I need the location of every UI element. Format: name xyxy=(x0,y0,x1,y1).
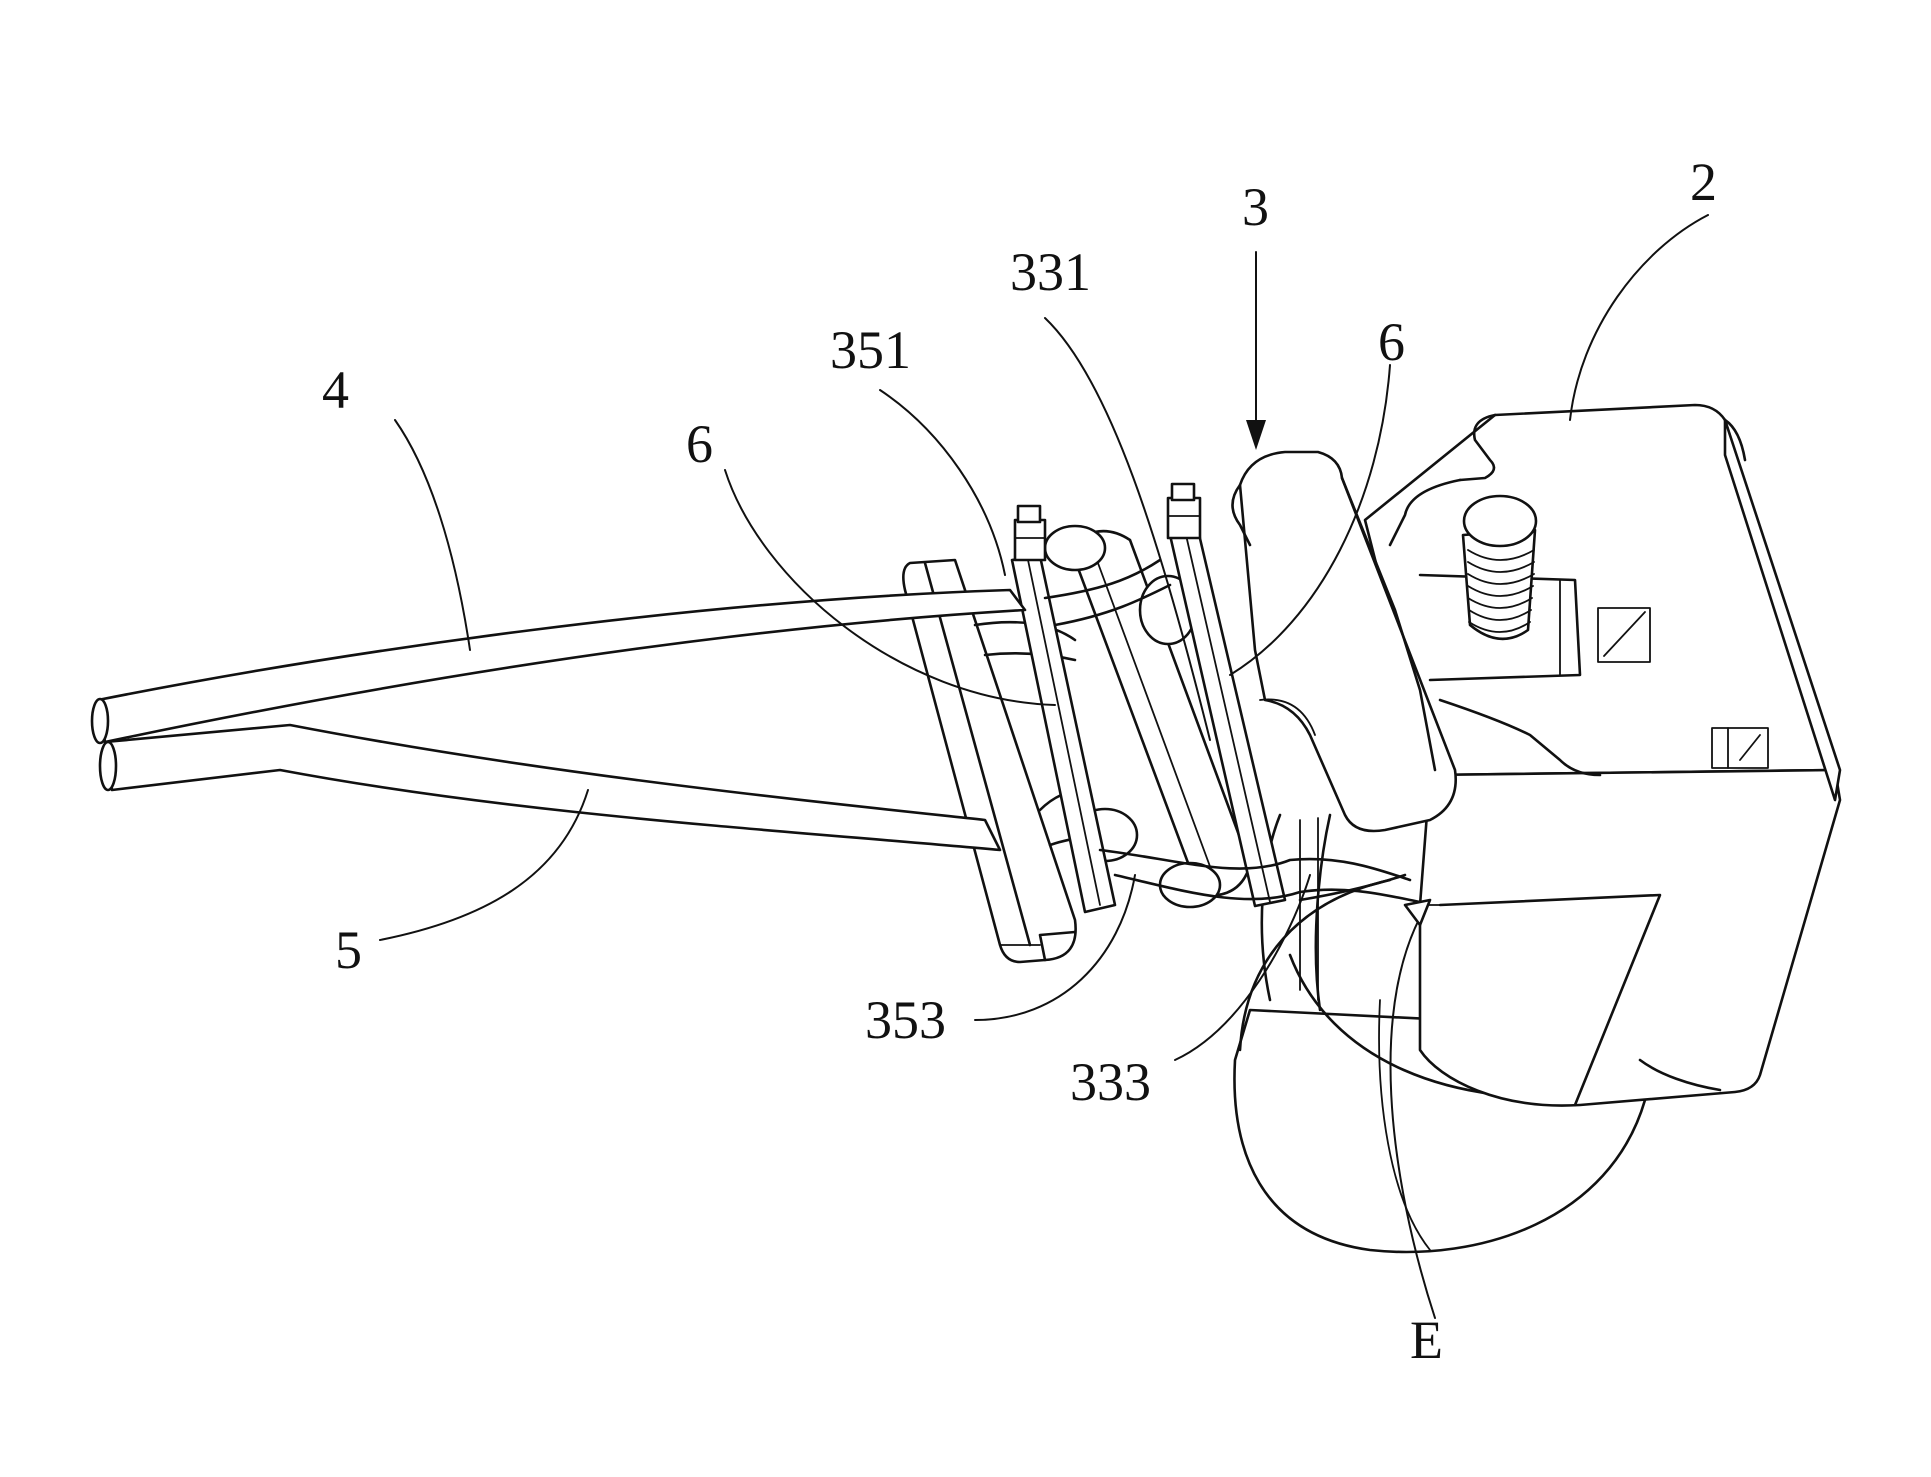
label-353: 353 xyxy=(865,990,946,1050)
wire-4 xyxy=(92,560,1170,743)
label-4: 4 xyxy=(322,360,349,420)
leader-4 xyxy=(395,420,470,650)
leader-6-left xyxy=(725,470,1055,705)
leader-351 xyxy=(880,390,1005,575)
label-3: 3 xyxy=(1242,177,1269,237)
label-6-right: 6 xyxy=(1378,312,1405,372)
label-6-left: 6 xyxy=(686,414,713,474)
threaded-stud xyxy=(1463,496,1536,639)
label-2: 2 xyxy=(1690,152,1717,212)
label-333: 333 xyxy=(1070,1052,1151,1112)
label-351: 351 xyxy=(830,320,911,380)
leader-5 xyxy=(380,790,588,940)
label-5: 5 xyxy=(335,920,362,980)
arrow-3 xyxy=(1246,252,1266,450)
label-E: E xyxy=(1410,1310,1443,1370)
label-331: 331 xyxy=(1010,242,1091,302)
leader-2 xyxy=(1570,215,1708,420)
